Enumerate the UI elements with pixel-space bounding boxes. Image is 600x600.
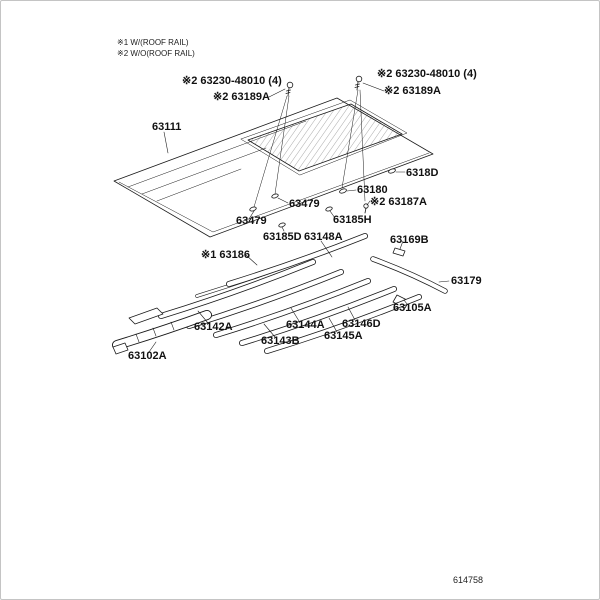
crossmember-shape <box>226 233 368 287</box>
legend-note-2: ※2 W/O(ROOF RAIL) <box>117 49 195 58</box>
part-label-63143B: 63143B <box>261 335 300 347</box>
part-label-63144A: 63144A <box>286 319 325 331</box>
part-label-63169B: 63169B <box>390 234 429 246</box>
sunroof-opening-shape <box>240 99 408 176</box>
crossmember-shape <box>239 286 397 346</box>
crossmember-shape <box>264 294 422 354</box>
legend-note-1: ※1 W/(ROOF RAIL) <box>117 38 189 47</box>
part-label-63146D: 63146D <box>342 318 381 330</box>
crossmember-shape <box>158 259 316 319</box>
figure-code: 614758 <box>453 575 484 585</box>
part-label-63479-2: 63479 <box>236 215 267 227</box>
part-label-63185H: 63185H <box>333 214 372 226</box>
part-label-63230-48010-right: ※2 63230-48010 (4) <box>377 68 477 80</box>
part-label-63189A-left: ※2 63189A <box>213 91 270 103</box>
screw-icon <box>363 203 369 214</box>
part-label-63186: ※1 63186 <box>201 249 250 261</box>
part-label-63142A: 63142A <box>194 321 233 333</box>
part-label-63148A: 63148A <box>304 231 343 243</box>
side-rail-shape <box>370 256 448 294</box>
part-label-63102A: 63102A <box>128 350 167 362</box>
part-label-63230-48010-left: ※2 63230-48010 (4) <box>182 75 282 87</box>
screw-icon <box>354 75 363 91</box>
screw-icon <box>285 81 294 97</box>
part-label-63479-1: 63479 <box>289 198 320 210</box>
roof-panel-shape <box>113 97 434 238</box>
part-label-63111: 63111 <box>152 121 182 133</box>
part-label-63105A: 63105A <box>393 302 432 314</box>
part-label-6318D: 6318D <box>406 167 439 179</box>
part-label-63185D: 63185D <box>263 231 302 243</box>
crossmember-shape <box>213 278 371 338</box>
part-label-63145A: 63145A <box>324 330 363 342</box>
header-panel-shape <box>112 307 212 355</box>
part-label-63187A: ※2 63187A <box>370 196 427 208</box>
leader-lines <box>148 82 450 353</box>
part-label-63180: 63180 <box>357 184 388 196</box>
part-label-63179: 63179 <box>451 275 482 287</box>
part-label-63189A-right: ※2 63189A <box>384 85 441 97</box>
